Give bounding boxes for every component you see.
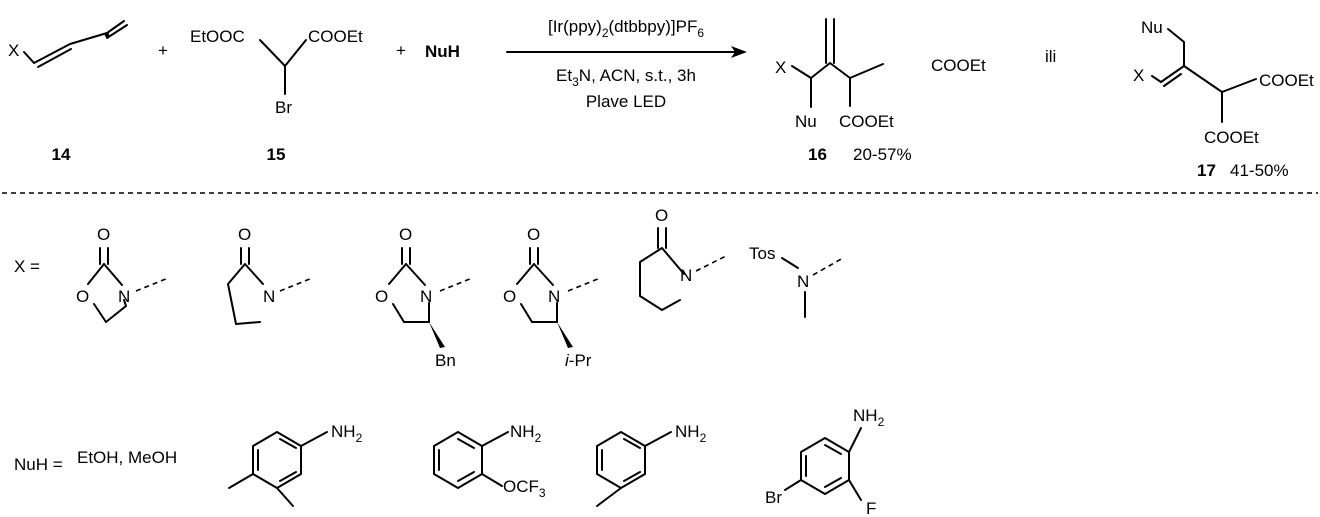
reactant-15-bromomalonate: EtOOC COOEt Br 15 <box>190 27 363 164</box>
nu-amine-4: NH2 <box>853 406 885 429</box>
product-16-ester-bottom: COOEt <box>839 112 894 131</box>
svg-text:N: N <box>548 287 560 306</box>
reaction-arrow-conditions: [Ir(ppy)2(dtbbpy)]PF6 Et3N, ACN, s.t., 3… <box>506 17 747 111</box>
svg-text:N: N <box>263 287 275 306</box>
x-groups-label: X = <box>14 257 40 276</box>
reactant-14-x-label: X <box>8 41 19 60</box>
benzyl-label: Bn <box>435 351 456 370</box>
compound-number-14: 14 <box>52 145 71 164</box>
svg-text:O: O <box>527 225 540 244</box>
svg-text:O: O <box>76 287 89 306</box>
isopropyl-label: i-Pr <box>565 351 592 370</box>
nucleophile-label: NuH <box>425 42 460 61</box>
product-16: X COOEt Nu COOEt 16 20-57% <box>775 18 986 164</box>
x-group-tosylamide: Tos N <box>749 244 844 318</box>
nu-fluoro-label: F <box>866 499 876 517</box>
product-17-nu-label: Nu <box>1141 18 1163 37</box>
x-group-benzyl-oxazolidinone: O O N Bn <box>375 225 473 370</box>
nu-amine-3: NH2 <box>675 422 707 445</box>
product-16-yield: 20-57% <box>853 145 912 164</box>
nu-groups-label: NuH = <box>14 455 63 474</box>
reactant-15-right-ester: COOEt <box>308 27 363 46</box>
compound-number-16: 16 <box>808 145 827 164</box>
reactant-15-left-ester: EtOOC <box>190 27 245 46</box>
product-17: Nu X COOEt COOEt 17 41-50% <box>1133 18 1314 180</box>
compound-number-17: 17 <box>1197 161 1216 180</box>
x-group-piperidinone: O N <box>639 206 727 311</box>
reactant-14-allene: X 14 <box>8 20 128 164</box>
conditions-light-source: Plave LED <box>586 92 666 111</box>
nu-amine-2: NH2 <box>510 422 542 445</box>
svg-text:N: N <box>797 272 809 291</box>
product-16-nu-label: Nu <box>795 112 817 131</box>
reactant-15-bromo: Br <box>275 98 292 117</box>
plus-sign-1: + <box>158 41 168 60</box>
svg-text:O: O <box>503 287 516 306</box>
svg-text:Tos: Tos <box>749 244 775 263</box>
nu-methylaniline: NH2 <box>596 422 707 507</box>
svg-text:N: N <box>118 287 130 306</box>
svg-text:N: N <box>680 266 692 285</box>
nu-trifluoromethoxyaniline: NH2 OCF3 <box>433 422 546 500</box>
nu-alcohols: EtOH, MeOH <box>77 448 177 467</box>
x-group-pyrrolidinone: O N <box>227 225 313 325</box>
svg-text:O: O <box>655 206 668 225</box>
svg-text:O: O <box>97 225 110 244</box>
product-17-ester-bottom: COOEt <box>1204 128 1259 147</box>
nu-bromo-label: Br <box>765 488 782 507</box>
allene-center-dot <box>104 32 110 38</box>
svg-text:O: O <box>238 225 251 244</box>
plus-sign-2: + <box>396 41 406 60</box>
nu-amine-1: NH2 <box>331 422 363 445</box>
conditions-catalyst: [Ir(ppy)2(dtbbpy)]PF6 <box>548 17 704 40</box>
product-17-ester-top: COOEt <box>1259 71 1314 90</box>
product-16-x-label: X <box>775 58 786 77</box>
nu-bromofluoroaniline: NH2 F Br <box>765 406 885 517</box>
svg-text:N: N <box>420 287 432 306</box>
nu-ocf3-label: OCF3 <box>503 477 546 500</box>
compound-number-15: 15 <box>267 145 286 164</box>
nu-dimethylaniline: NH2 <box>228 422 363 507</box>
svg-text:O: O <box>399 225 412 244</box>
svg-text:O: O <box>375 287 388 306</box>
product-16-ester-top: COOEt <box>931 56 986 75</box>
x-group-oxazolidinone: O O N <box>76 225 169 323</box>
conditions-base-solvent: Et3N, ACN, s.t., 3h <box>556 66 696 89</box>
x-group-isopropyl-oxazolidinone: O O N i-Pr <box>503 225 601 370</box>
product-17-yield: 41-50% <box>1230 161 1289 180</box>
product-17-x-label: X <box>1133 66 1144 85</box>
or-word: ili <box>1045 47 1056 66</box>
